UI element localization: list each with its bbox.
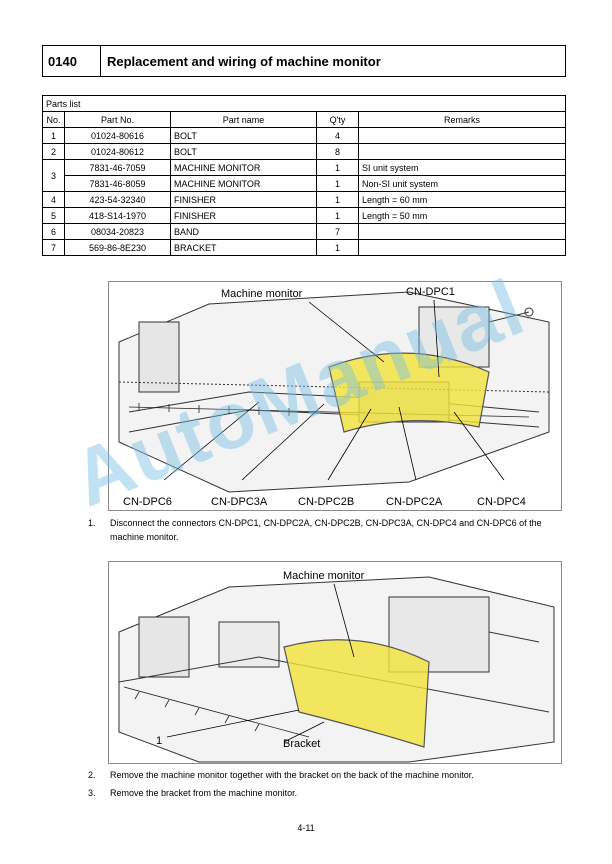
label-cn-dpc3a: CN-DPC3A xyxy=(211,496,268,508)
row-part-name: MACHINE MONITOR xyxy=(170,175,317,192)
row-remarks: Non-SI unit system xyxy=(358,175,566,192)
table-row: 4 423-54-32340 FINISHER 1 Length = 60 mm xyxy=(42,191,566,208)
machine-illustration-1 xyxy=(118,291,550,493)
table-row: 2 01024-80612 BOLT 8 xyxy=(42,143,566,160)
col-header-remarks: Remarks xyxy=(358,111,566,128)
row-part-no: 423-54-32340 xyxy=(64,191,171,208)
row-part-name: MACHINE MONITOR xyxy=(170,159,317,176)
table-row: 7 569-86-8E230 BRACKET 1 xyxy=(42,239,566,256)
row-part-no: 418-S14-1970 xyxy=(64,207,171,224)
row-part-no: 7831-46-8059 xyxy=(64,175,171,192)
row-qty: 1 xyxy=(316,159,359,176)
row-part-name: FINISHER xyxy=(170,191,317,208)
row-qty: 1 xyxy=(316,207,359,224)
figure-removal: Machine monitor 1 Bracket xyxy=(108,561,562,764)
row-remarks xyxy=(358,239,566,256)
label-cn-dpc4: CN-DPC4 xyxy=(477,496,526,508)
row-part-name: BOLT xyxy=(170,127,317,144)
row-remarks xyxy=(358,223,566,240)
row-qty: 7 xyxy=(316,223,359,240)
row-qty: 1 xyxy=(316,239,359,256)
row-remarks: SI unit system xyxy=(358,159,566,176)
row-qty: 8 xyxy=(316,143,359,160)
row-part-name: BAND xyxy=(170,223,317,240)
row-no: 7 xyxy=(42,239,65,256)
row-part-no: 08034-20823 xyxy=(64,223,171,240)
row-qty: 1 xyxy=(316,175,359,192)
step-1: 1. Disconnect the connectors CN-DPC1, CN… xyxy=(88,516,558,546)
table-row: 7831-46-8059 MACHINE MONITOR 1 Non-SI un… xyxy=(43,175,566,192)
table-row: 1 01024-80616 BOLT 4 xyxy=(42,127,566,144)
row-no: 2 xyxy=(42,143,65,160)
machine-illustration-2 xyxy=(118,576,555,763)
col-header-part-name: Part name xyxy=(170,111,317,128)
label-cn-dpc2a: CN-DPC2A xyxy=(386,496,443,508)
row-part-no: 01024-80616 xyxy=(64,127,171,144)
parts-list-caption-row: Parts list xyxy=(42,95,566,112)
row-qty: 4 xyxy=(316,127,359,144)
parts-list-header-row: No. Part No. Part name Q'ty Remarks xyxy=(42,111,566,128)
row-part-no: 01024-80612 xyxy=(64,143,171,160)
table-row: 5 418-S14-1970 FINISHER 1 Length = 50 mm xyxy=(42,207,566,224)
row-no: 5 xyxy=(42,207,65,224)
section-code: 0140 xyxy=(43,46,101,76)
row-part-no: 7831-46-7059 xyxy=(64,159,171,176)
parts-list-caption: Parts list xyxy=(42,95,566,112)
row-remarks: Length = 60 mm xyxy=(358,191,566,208)
label-bracket: Bracket xyxy=(283,738,321,750)
row-remarks xyxy=(358,143,566,160)
col-header-no: No. xyxy=(42,111,65,128)
label-cn-dpc2b: CN-DPC2B xyxy=(298,496,355,508)
figure-connectors: Machine monitor CN-DPC1 CN-DPC6 CN-DPC3A… xyxy=(108,281,562,511)
label-machine-monitor: Machine monitor xyxy=(221,288,303,300)
parts-list-table: Parts list No. Part No. Part name Q'ty R… xyxy=(42,95,566,256)
row-no: 6 xyxy=(42,223,65,240)
row-part-name: BOLT xyxy=(170,143,317,160)
machine-monitor-highlight xyxy=(283,639,430,748)
label-machine-monitor: Machine monitor xyxy=(283,570,365,582)
step-number: 3. xyxy=(88,788,96,798)
label-cn-dpc6: CN-DPC6 xyxy=(123,496,172,508)
step-number: 1. xyxy=(88,518,96,528)
table-row: 6 08034-20823 BAND 7 xyxy=(42,223,566,240)
label-callout-1: 1 xyxy=(156,735,163,747)
row-no: 3 xyxy=(42,159,65,192)
section-title: Replacement and wiring of machine monito… xyxy=(107,53,381,69)
row-part-no: 569-86-8E230 xyxy=(64,239,171,256)
col-header-part-no: Part No. xyxy=(64,111,171,128)
row-no: 4 xyxy=(42,191,65,208)
step-text: Disconnect the connectors CN-DPC1, CN-DP… xyxy=(110,518,542,542)
row-no: 1 xyxy=(42,127,65,144)
section-header: 0140 Replacement and wiring of machine m… xyxy=(42,45,566,77)
step-number: 2. xyxy=(88,770,96,780)
page-number: 4-11 xyxy=(297,823,315,833)
col-header-qty: Q'ty xyxy=(316,111,359,128)
table-row: 3 7831-46-7059 MACHINE MONITOR 1 SI unit… xyxy=(42,159,566,192)
label-cn-dpc1: CN-DPC1 xyxy=(406,286,455,298)
step-2: 2. Remove the machine monitor together w… xyxy=(88,768,558,783)
row-part-name: FINISHER xyxy=(170,207,317,224)
row-remarks: Length = 50 mm xyxy=(358,207,566,224)
row-qty: 1 xyxy=(316,191,359,208)
row-remarks xyxy=(358,127,566,144)
step-text: Remove the bracket from the machine moni… xyxy=(110,788,298,798)
step-text: Remove the machine monitor together with… xyxy=(110,770,474,780)
row-part-name: BRACKET xyxy=(170,239,317,256)
step-3: 3. Remove the bracket from the machine m… xyxy=(88,786,558,801)
